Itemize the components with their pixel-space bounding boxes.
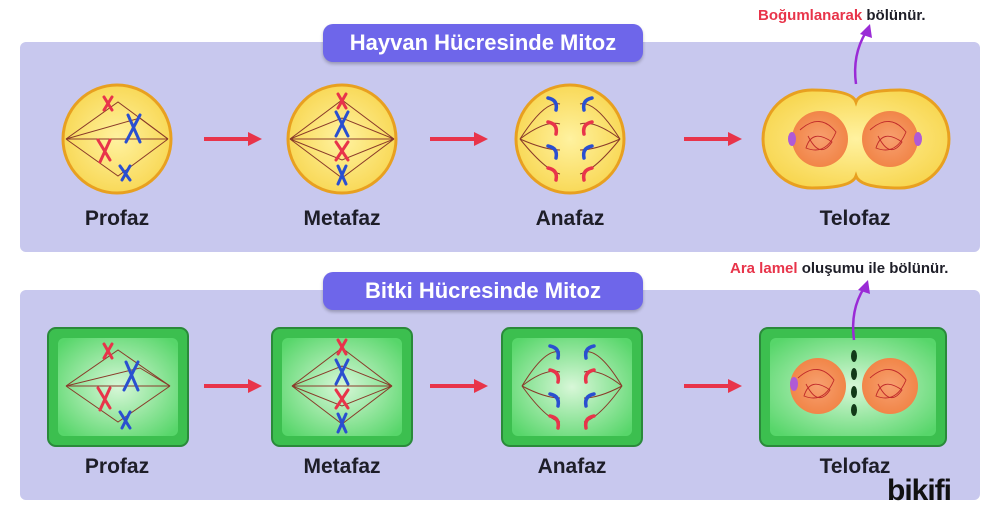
animal-title: Hayvan Hücresinde Mitoz <box>323 24 643 62</box>
animal-note-highlight: Boğumlanarak <box>758 7 863 24</box>
plant-profaz-cell <box>47 327 189 447</box>
plant-anafaz-cell <box>501 327 643 447</box>
plant-stage-metafaz: Metafaz <box>303 455 381 478</box>
plant-division-note: Ara lamel oluşumu ile bölünür. <box>730 260 948 277</box>
animal-note-rest: bölünür. <box>862 7 926 24</box>
animal-note-pointer <box>853 24 872 85</box>
plant-note-pointer <box>851 280 870 341</box>
animal-telofaz-cell <box>761 88 951 190</box>
animal-metafaz-cell <box>286 83 398 195</box>
plant-metafaz-cell <box>271 327 413 447</box>
animal-stage-metafaz: Metafaz <box>303 207 381 230</box>
plant-note-rest: oluşumu ile bölünür. <box>797 260 949 277</box>
animal-stage-profaz: Profaz <box>84 207 150 230</box>
plant-telofaz-cell <box>759 327 947 447</box>
animal-stage-telofaz: Telofaz <box>819 207 891 230</box>
animal-stage-anafaz: Anafaz <box>535 207 605 230</box>
animal-anafaz-cell <box>514 83 626 195</box>
plant-stage-telofaz: Telofaz <box>819 455 891 478</box>
animal-division-note: Boğumlanarak bölünür. <box>758 7 926 24</box>
plant-title: Bitki Hücresinde Mitoz <box>323 272 643 310</box>
plant-note-highlight: Ara lamel <box>730 260 798 277</box>
plant-arrows <box>204 379 742 393</box>
plant-stage-anafaz: Anafaz <box>537 455 607 478</box>
plant-stage-profaz: Profaz <box>84 455 150 478</box>
animal-profaz-cell <box>61 83 173 195</box>
animal-arrows <box>204 132 742 146</box>
bikifi-logo: bikifi <box>887 474 952 507</box>
